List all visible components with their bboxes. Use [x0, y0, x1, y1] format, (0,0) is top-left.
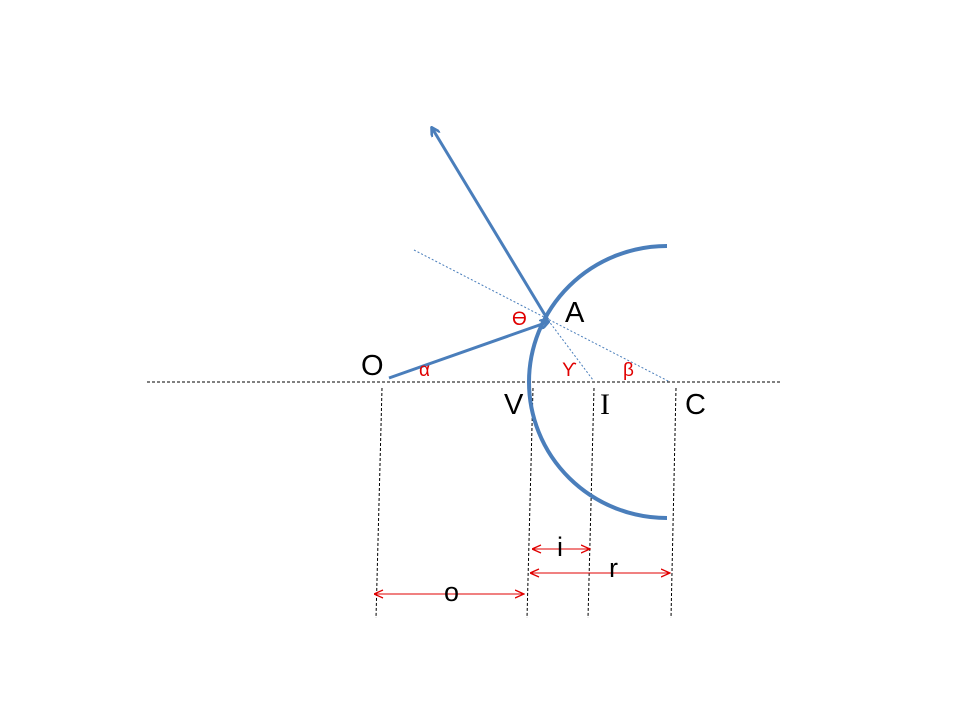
center-reference-line	[670, 387, 677, 619]
angle-label-alpha: α	[419, 360, 430, 381]
angle-label-beta: β	[623, 360, 634, 381]
incident-ray	[388, 322, 548, 380]
reflected-ray	[432, 128, 550, 321]
concave-mirror	[527, 244, 668, 520]
dimension-label-i: i	[557, 532, 563, 562]
point-label-c: C	[685, 389, 706, 421]
angle-label-theta: ϴ	[512, 309, 527, 330]
dimension-label-o: o	[444, 577, 459, 607]
normal-line-ac	[413, 249, 671, 383]
angle-label-gamma: ϒ	[562, 360, 577, 381]
virtual-ray-ai	[547, 319, 594, 381]
vertex-reference-line	[526, 387, 534, 619]
object-reference-line	[375, 387, 383, 619]
point-label-o: O	[361, 350, 384, 382]
dimension-label-r: r	[609, 553, 618, 583]
point-label-v: V	[504, 389, 524, 421]
point-label-i: I	[600, 388, 610, 421]
point-label-a: A	[565, 297, 585, 329]
image-reference-line	[587, 387, 595, 619]
